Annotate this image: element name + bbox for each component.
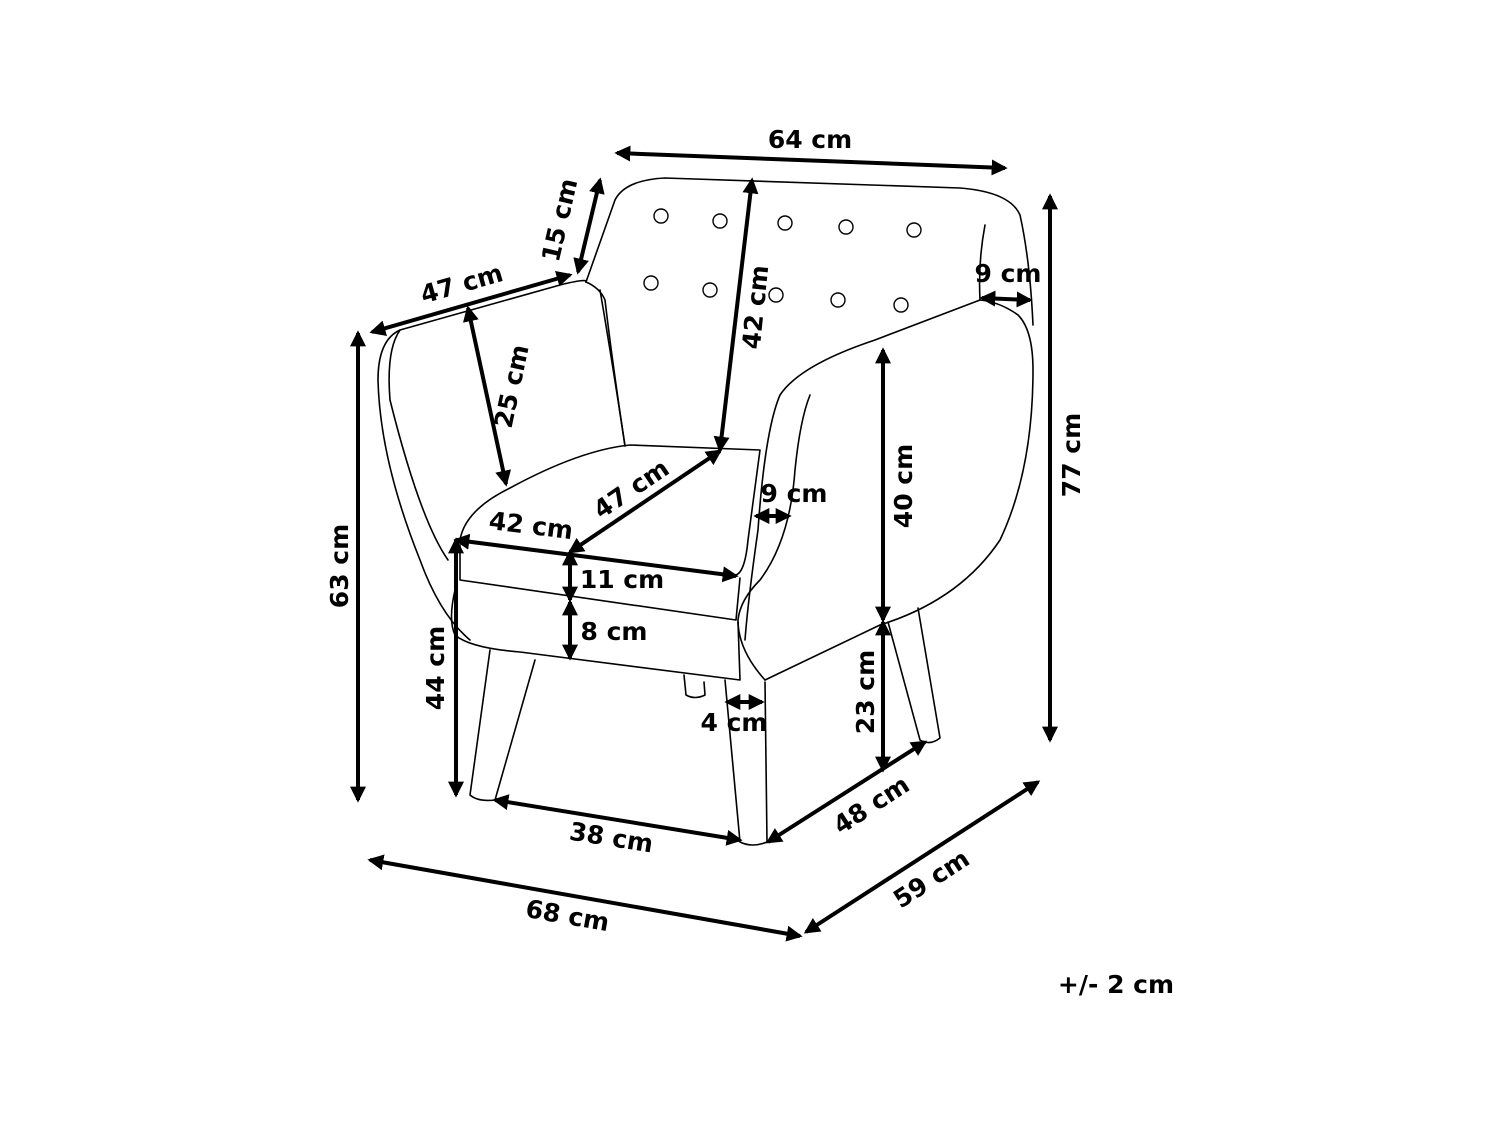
dim-line-leg-span-front xyxy=(492,794,743,846)
label-armrest-top: 15 cm xyxy=(536,176,583,265)
tuft-button xyxy=(838,219,854,235)
label-overall-depth: 59 cm xyxy=(888,844,975,914)
label-arm-height: 40 cm xyxy=(889,444,918,528)
tuft-button xyxy=(653,208,669,224)
label-seat-base-height: 8 cm xyxy=(581,617,648,646)
label-total-height: 77 cm xyxy=(1057,413,1086,497)
tuft-button xyxy=(830,292,846,308)
label-seat-width: 42 cm xyxy=(487,506,574,545)
tuft-button xyxy=(712,213,728,229)
back-left-leg xyxy=(683,674,706,699)
label-leg-width: 4 cm xyxy=(701,708,768,737)
dim-line-overall-width xyxy=(367,854,803,942)
tuft-button xyxy=(643,275,659,291)
left-arm-outline xyxy=(377,279,587,641)
label-arm-inner-height: 25 cm xyxy=(489,342,535,431)
backrest-outline xyxy=(585,177,1034,326)
dim-line-arm-thickness-right xyxy=(979,290,1033,308)
dimension-labels: 64 cm 15 cm 47 cm 25 cm 42 cm 9 cm 77 cm… xyxy=(325,125,1086,937)
right-arm-front xyxy=(737,394,811,681)
tuft-button xyxy=(906,222,922,238)
label-leg-height: 23 cm xyxy=(851,650,880,734)
tuft-button xyxy=(702,282,718,298)
tuft-button xyxy=(768,287,784,303)
dim-line-top-width xyxy=(614,145,1008,176)
dimension-lines xyxy=(350,145,1058,942)
left-arm-inner xyxy=(388,329,449,561)
label-arm-thickness-right: 9 cm xyxy=(975,259,1042,288)
dim-line-armrest-top xyxy=(573,177,605,275)
dim-line-back-height xyxy=(713,177,759,453)
label-arm-front-height: 63 cm xyxy=(325,524,354,608)
label-top-width: 64 cm xyxy=(768,125,852,154)
dim-line-seat-width xyxy=(453,533,739,583)
label-cushion-height: 11 cm xyxy=(580,565,664,594)
dim-line-arm-inner-height xyxy=(462,305,512,487)
front-left-leg xyxy=(469,649,536,802)
label-leg-span-side: 48 cm xyxy=(828,770,915,840)
dim-line-overall-depth xyxy=(803,780,1041,934)
front-right-leg xyxy=(724,679,768,846)
right-arm-inner xyxy=(744,299,981,641)
back-right-leg xyxy=(887,607,941,744)
right-arm-outline xyxy=(764,299,1034,681)
dim-line-arm-depth xyxy=(369,271,573,336)
label-seat-height: 44 cm xyxy=(421,626,450,710)
tuft-button xyxy=(893,297,909,313)
label-arm-thickness-inner: 9 cm xyxy=(761,479,828,508)
left-arm-front xyxy=(585,281,626,447)
label-arm-depth: 47 cm xyxy=(417,258,506,309)
tuft-button xyxy=(777,215,793,231)
tolerance-note: +/- 2 cm xyxy=(1058,970,1174,999)
